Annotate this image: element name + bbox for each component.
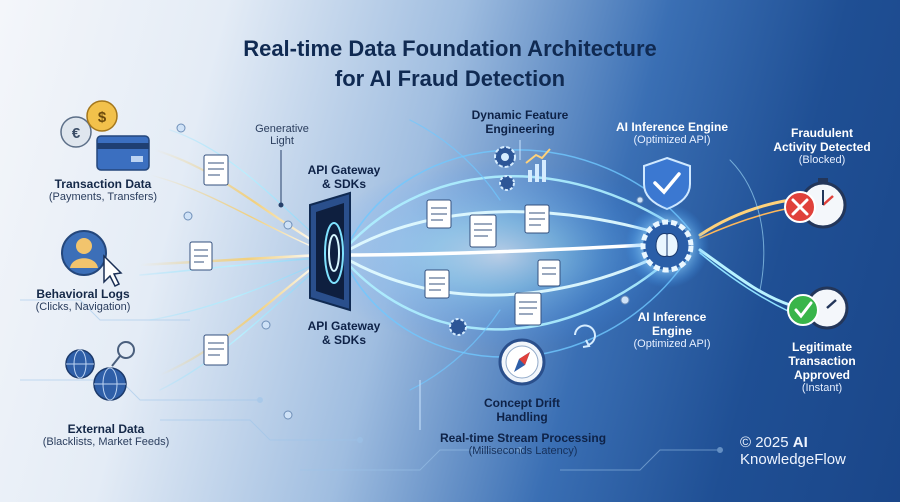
- legit-outcome-label: Legitimate Transaction Approved (Instant…: [788, 340, 856, 394]
- circuit-traces: [20, 299, 723, 471]
- document-icon: [203, 334, 229, 366]
- source-detail: (Payments, Transfers): [48, 191, 158, 203]
- document-icon: [514, 292, 542, 326]
- source-external-data: External Data (Blacklists, Market Feeds): [0, 422, 212, 448]
- concept-drift-label: Concept Drift Handling: [484, 396, 560, 424]
- document-icon: [469, 214, 497, 248]
- api-gateway-label-top: API Gateway & SDKs: [307, 163, 381, 191]
- generative-light-label: Generative Light: [255, 123, 309, 147]
- document-icon: [189, 241, 213, 271]
- inference-engine-label-bottom: AI Inference Engine (Optimized API): [633, 310, 711, 350]
- data-packets: [189, 154, 561, 366]
- stream-processing-label: Real-time Stream Processing (Millisecond…: [439, 431, 607, 457]
- svg-text:€: €: [72, 125, 81, 142]
- gear-chart-icon: [494, 146, 551, 191]
- feature-engineering-label: Dynamic Feature Engineering: [471, 108, 569, 136]
- source-detail: (Blacklists, Market Feeds): [42, 436, 170, 448]
- source-detail: (Clicks, Navigation): [35, 301, 131, 313]
- copyright-notice: © 2025 AI KnowledgeFlow: [740, 434, 846, 468]
- user-cursor-icon: [61, 230, 123, 288]
- document-icon: [203, 154, 229, 186]
- fraud-blocked-icon: [784, 178, 847, 229]
- credit-card-coins-icon: € $: [60, 100, 150, 171]
- inference-engine-label-top: AI Inference Engine (Optimized API): [615, 120, 729, 146]
- source-name: Behavioral Logs: [36, 287, 130, 301]
- incoming-streams: [138, 129, 322, 391]
- compass-icon: [498, 338, 546, 386]
- document-icon: [426, 199, 452, 229]
- api-gateway-device: [309, 191, 351, 312]
- page-title: Real-time Data Foundation Architecture f…: [243, 36, 657, 91]
- floating-bubbles: [176, 123, 644, 420]
- document-icon: [524, 204, 550, 234]
- globe-network-icon: [65, 341, 135, 401]
- pointer-lines: [278, 140, 521, 430]
- source-behavioral-logs: Behavioral Logs (Clicks, Navigation): [0, 287, 166, 313]
- source-name: External Data: [67, 422, 145, 436]
- brain-gear-icon: [625, 204, 709, 288]
- source-name: Transaction Data: [54, 177, 152, 191]
- legit-approved-icon: [787, 286, 849, 330]
- svg-text:$: $: [98, 109, 107, 126]
- document-icon: [424, 269, 450, 299]
- fraud-outcome-label: Fraudulent Activity Detected (Blocked): [773, 126, 871, 166]
- source-transaction-data: Transaction Data (Payments, Transfers): [0, 177, 206, 203]
- document-icon: [537, 259, 561, 287]
- refresh-icon: [574, 324, 596, 348]
- output-streams: [698, 159, 792, 313]
- api-gateway-label-bottom: API Gateway & SDKs: [307, 319, 381, 347]
- small-gear-icon: [449, 318, 467, 336]
